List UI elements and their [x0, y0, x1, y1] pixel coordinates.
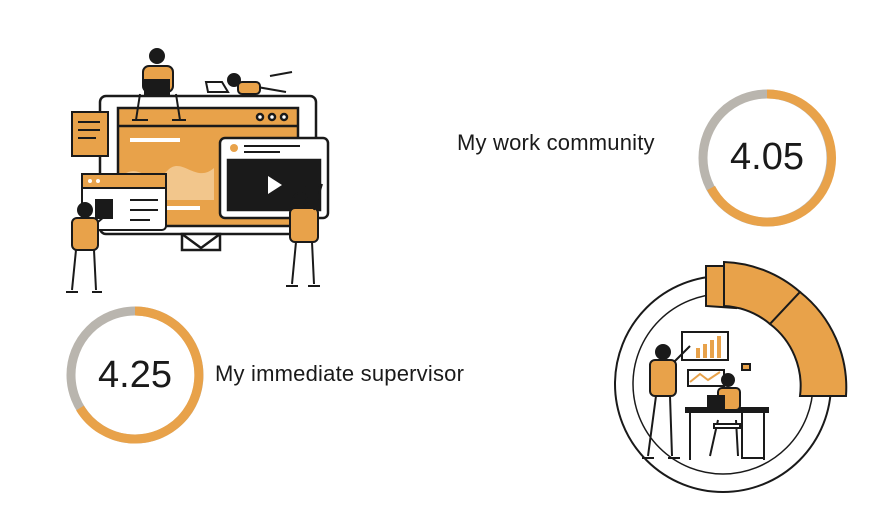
document-icon	[71, 111, 109, 157]
person-lying-icon	[204, 71, 293, 95]
metric-value-work-community: 4.05	[730, 136, 804, 178]
metric-label-supervisor: My immediate supervisor	[215, 361, 465, 386]
office-analytics-illustration	[614, 260, 848, 493]
metric-value-supervisor: 4.25	[98, 354, 172, 396]
person-right-icon	[286, 183, 323, 287]
person-left-icon	[66, 199, 113, 293]
video-player-icon	[218, 136, 330, 220]
metric-label-work-community: My work community	[457, 130, 655, 155]
person-sitting-icon	[132, 48, 186, 121]
